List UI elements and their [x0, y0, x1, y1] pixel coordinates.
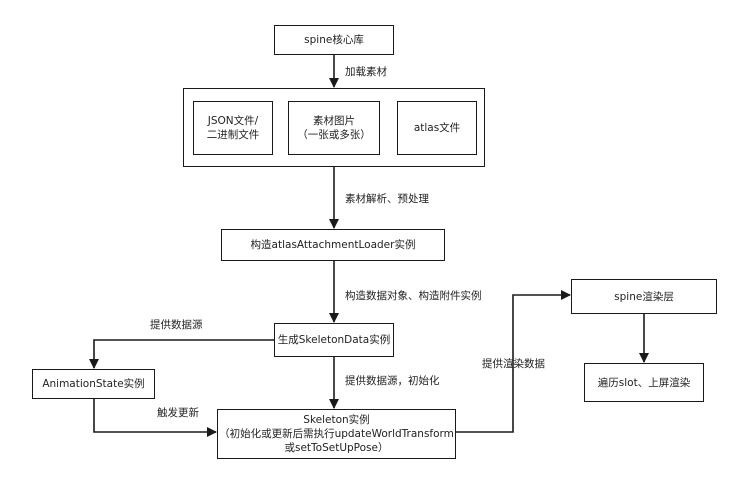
spine-core-node: spine核心库: [274, 25, 394, 55]
label-provide-source-init: 提供数据源，初始化: [345, 375, 440, 387]
label-provide-render: 提供渲染数据: [482, 358, 545, 370]
asset-image-node: 素材图片 （一张或多张）: [288, 101, 380, 155]
skeleton-node: Skeleton实例 （初始化或更新后需执行updateWorldTransfo…: [217, 409, 456, 459]
label-trigger-update: 触发更新: [157, 407, 199, 419]
arrow-animationstate-to-skeleton: [93, 399, 217, 437]
skeletondata-node: 生成SkeletonData实例: [274, 323, 394, 357]
arrow-skeleton-to-renderlayer: [456, 290, 571, 433]
label-construct: 构造数据对象、构造附件实例: [345, 290, 482, 302]
label-load-assets: 加载素材: [345, 66, 387, 78]
animationstate-node: AnimationState实例: [32, 369, 155, 399]
label-provide-source-left: 提供数据源: [150, 319, 203, 331]
label-parse: 素材解析、预处理: [345, 193, 429, 205]
atlas-file-node: atlas文件: [397, 101, 477, 155]
loader-node: 构造atlasAttachmentLoader实例: [221, 229, 445, 261]
render-layer-node: spine渲染层: [571, 279, 717, 314]
traverse-slot-node: 遍历slot、上屏渲染: [584, 363, 704, 402]
arrow-skeletondata-to-animationstate: [89, 339, 274, 369]
json-file-node: JSON文件/ 二进制文件: [193, 101, 273, 155]
